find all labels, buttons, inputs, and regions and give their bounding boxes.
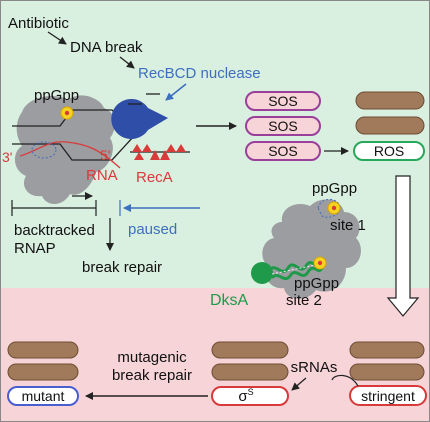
brown-capsule-bottom-mid-2 [211,363,289,381]
rna-strand [19,141,121,169]
ros-label: ROS [374,143,404,159]
ppgpp-core-site2 [317,260,323,266]
mutant-capsule [7,386,79,406]
ppgpp-label-left: ppGpp [34,87,79,104]
active-site-outline [31,141,57,159]
ppgpp-core-site1 [331,205,337,211]
sos-label-2: SOS [268,118,298,134]
antibiotic-label: Antibiotic [8,15,69,32]
stringent-capsule [349,385,427,406]
brown-capsule-bottom-left-2 [7,363,79,381]
paused-label: paused [128,221,177,238]
sos-capsule-3 [245,141,321,161]
reca-filament [130,144,190,160]
site2-label: site 2 [286,292,322,309]
reca-label: RecA [136,169,173,186]
recbcd-label: RecBCD nuclease [138,65,261,82]
ppgpp-site1-label: ppGpp [312,180,357,197]
sos-label-3: SOS [268,143,298,159]
recbcd-pacman [111,99,168,139]
srnas-to-sigma-arrow [291,377,307,391]
dksa-label: DksA [210,292,249,309]
sos-capsule-1 [245,91,321,111]
break-repair-label: break repair [82,259,162,276]
antibiotic-arrow [47,31,67,45]
brown-capsule-bottom-right-2 [349,363,425,381]
brown-capsule-top-1 [355,91,425,110]
rnap-label: RNAP [14,240,56,257]
site1-label: site 1 [330,217,366,234]
transition-arrow [386,175,420,317]
brown-capsule-top-2 [355,116,425,135]
dna-break-label: DNA break [70,39,143,56]
ppgpp-core-left [64,110,70,116]
sigma-label: σS [238,387,253,405]
stringent-label: stringent [361,388,415,404]
recbcd-arrow [165,83,187,101]
sos-capsule-2 [245,116,321,136]
sigma-symbol: σ [238,388,248,405]
mutant-label: mutant [22,388,65,404]
srnas-label: sRNAs [291,359,338,376]
sigma-superscript: S [248,387,254,397]
dna-break-arrow [119,56,135,69]
five-prime-label: 5' [100,147,110,163]
three-prime-label: 3' [2,149,12,165]
srnas-curve [331,374,359,387]
rna-label: RNA [86,167,118,184]
backtracked-label: backtracked [14,222,95,239]
ppgpp-site2-label: ppGpp [294,275,339,292]
dna-strand-bottom [12,135,135,161]
ros-capsule [353,141,425,161]
dksa-globule [251,262,273,284]
mutagenic-label: mutagenic [117,349,187,366]
sigma-capsule [211,386,289,406]
brown-capsule-bottom-left-1 [7,341,79,359]
rnap-blob-dksa [262,199,361,299]
brown-capsule-bottom-mid-1 [211,341,289,359]
mutagenic-break-repair-label: break repair [112,367,192,384]
sos-label-1: SOS [268,93,298,109]
brown-capsule-bottom-right-1 [349,341,425,359]
